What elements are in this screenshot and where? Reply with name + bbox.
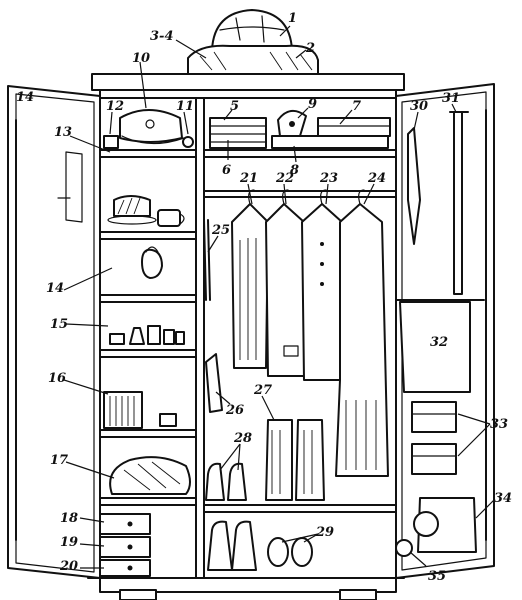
label-6: 6 [222, 163, 231, 178]
shoes-28 [205, 462, 257, 571]
callout-labels: 14 1 2 3-4 5 6 7 8 9 10 11 12 13 14 15 1… [16, 11, 512, 584]
label-28: 28 [233, 431, 252, 446]
pouches-33 [411, 401, 457, 475]
folded-shirts [103, 391, 177, 429]
label-9: 9 [308, 97, 317, 112]
label-25: 25 [211, 223, 230, 238]
label-3-4: 3-4 [150, 29, 174, 44]
label-22: 22 [275, 171, 294, 186]
hanger-21 [231, 189, 269, 369]
label-7: 7 [352, 99, 361, 114]
linen-stack-7-8 [271, 117, 391, 149]
label-1: 1 [288, 11, 297, 26]
label-15: 15 [50, 317, 68, 332]
linen-stack-5-6 [209, 117, 267, 149]
leader-lines [63, 25, 495, 569]
label-30: 30 [410, 99, 428, 114]
label-5: 5 [230, 99, 239, 114]
right-top-shelf [203, 149, 397, 158]
label-14: 14 [46, 281, 64, 296]
hanging-rod [203, 190, 397, 198]
label-35: 35 [428, 569, 446, 584]
label-10: 10 [132, 51, 150, 66]
towel-32 [395, 299, 485, 393]
label-8: 8 [290, 163, 299, 178]
label-18: 18 [60, 511, 78, 526]
right-door [395, 83, 495, 579]
small-item-11 [182, 136, 194, 148]
left-shelves [99, 149, 197, 506]
label-13: 13 [54, 125, 72, 140]
label-33: 33 [490, 417, 508, 432]
hanger-23 [301, 189, 345, 381]
backpack-34 [413, 497, 477, 553]
towel-bundle [109, 456, 191, 495]
folded-greatcoat [187, 44, 319, 75]
label-32: 32 [430, 335, 448, 350]
toiletries [109, 325, 185, 345]
label-16: 16 [48, 371, 66, 386]
lower-shelf [203, 504, 397, 513]
label-34: 34 [494, 491, 512, 506]
label-21: 21 [239, 171, 258, 186]
canteen [141, 246, 163, 279]
label-23: 23 [319, 171, 338, 186]
label-20: 20 [59, 559, 78, 574]
peaked-cap [119, 109, 185, 145]
hanger-24 [335, 189, 389, 477]
boots [265, 419, 325, 501]
steel-helmet [211, 9, 293, 51]
belt-25 [203, 219, 211, 301]
label-11: 11 [176, 99, 194, 114]
label-24: 24 [367, 171, 386, 186]
label-17: 17 [50, 453, 68, 468]
hanger-22 [265, 189, 307, 377]
bayonet-30 [407, 127, 421, 245]
label-door-marker: 14 [16, 90, 34, 105]
label-27: 27 [253, 383, 272, 398]
label-19: 19 [60, 535, 78, 550]
label-26: 26 [225, 403, 244, 418]
left-door [7, 85, 101, 579]
label-12: 12 [106, 99, 124, 114]
small-box-12 [103, 135, 119, 149]
label-2: 2 [305, 41, 315, 56]
butter-dish-and-cup [107, 195, 185, 227]
holster-26 [205, 353, 223, 413]
drawers [99, 513, 151, 577]
label-31: 31 [442, 91, 460, 106]
slippers-29 [267, 537, 313, 567]
label-29: 29 [315, 525, 334, 540]
rifle-31 [449, 111, 469, 295]
mess-tin-35 [395, 539, 413, 557]
